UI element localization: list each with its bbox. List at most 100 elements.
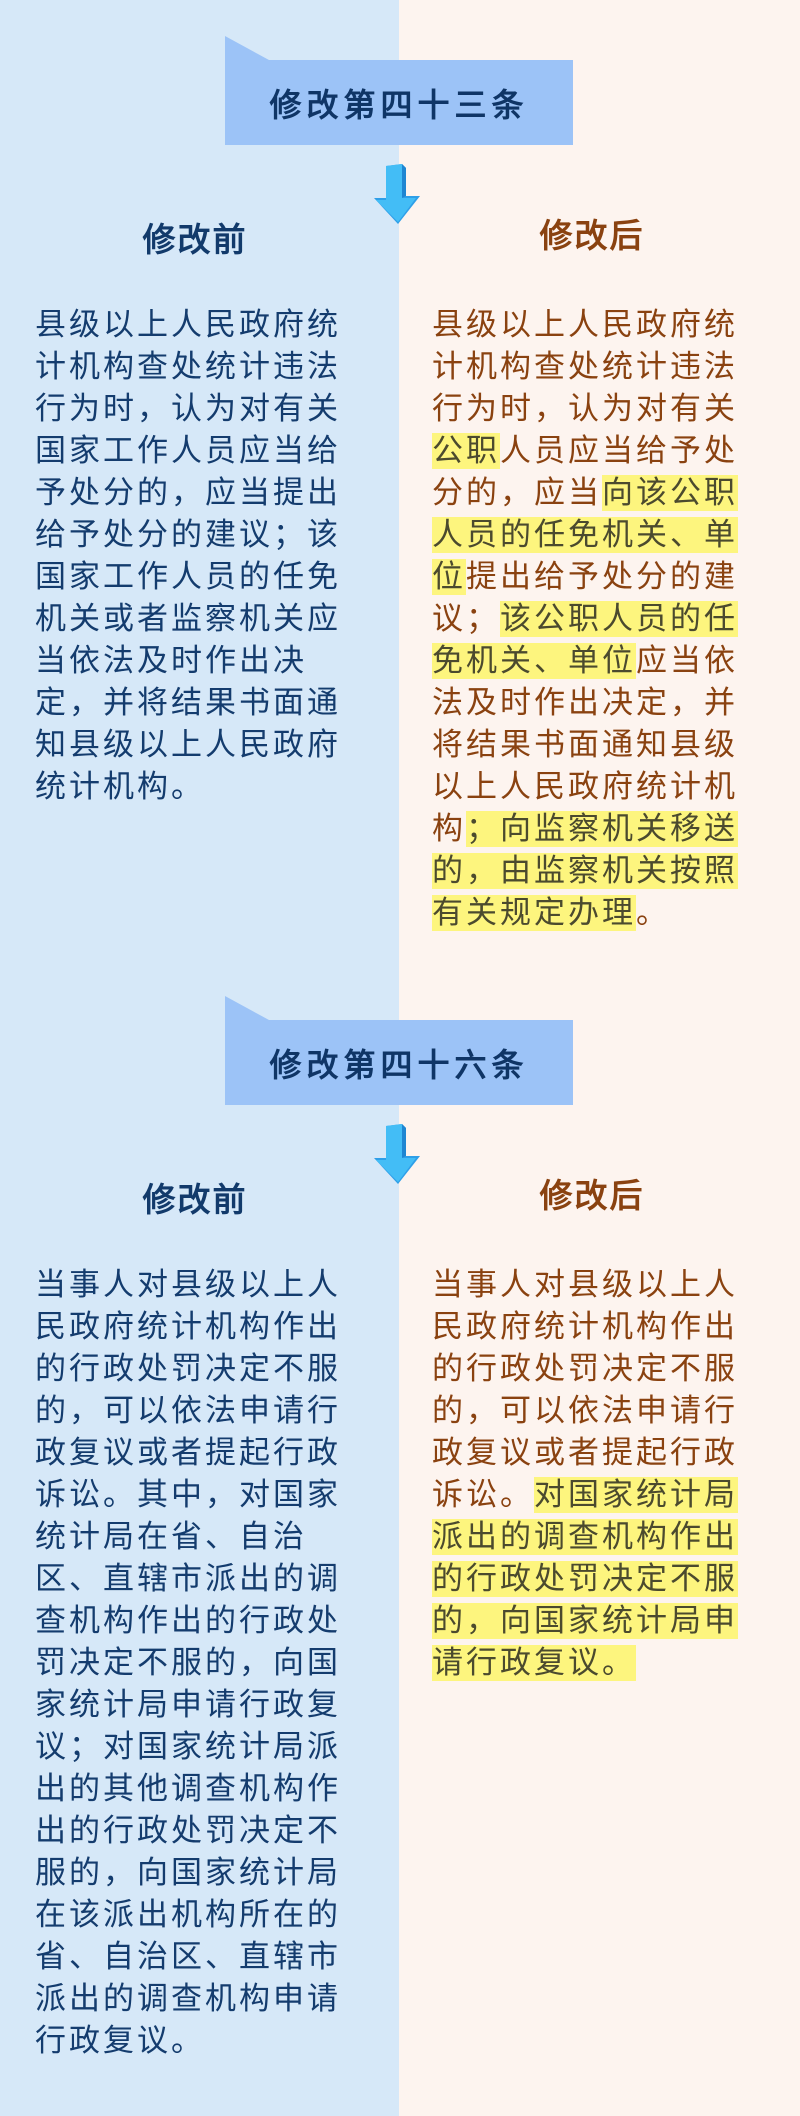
text-line: 家统计局申请行政复 [35,1687,341,1723]
text-line: 将结果书面通知县级 [432,724,744,766]
text-line: 县级以上人民政府统 [432,304,744,346]
text-line: 行为时，认为对有关 [35,391,341,427]
highlighted-change: ；向监察机关移送 [466,811,738,847]
text-line: 当事人对县级以上人 [35,1267,341,1303]
text-line: 行政复议。 [35,2023,205,2059]
text-line: 诉讼。其中，对国家 [35,1477,341,1513]
text-segment: 行为时，认为对有关 [432,391,738,427]
down-arrow-icon [374,164,420,224]
text-line: 统计局在省、自治 [35,1519,307,1555]
text-segment: 当事人对县级以上人 [432,1267,738,1303]
text-line: 免机关、单位应当依 [432,640,744,682]
text-line: 区、直辖市派出的调 [35,1561,341,1597]
text-line: 当事人对县级以上人 [432,1264,744,1306]
text-line: 统计机构。 [35,769,205,805]
highlighted-change: 的行政处罚决定不服 [432,1561,738,1597]
text-line: 人员的任免机关、单 [432,514,744,556]
text-line: 予处分的，应当提出 [35,475,341,511]
text-line: 的，可以依法申请行 [35,1393,341,1429]
text-segment: 计机构查处统计违法 [432,349,738,385]
highlighted-change: 免机关、单位 [432,643,636,679]
before-text: 当事人对县级以上人 民政府统计机构作出 的行政处罚决定不服 的，可以依法申请行 … [35,1264,347,2062]
text-line: 政复议或者提起行政 [432,1432,744,1474]
text-segment: 将结果书面通知县级 [432,727,738,763]
text-segment: 提出给予处分的建 [466,559,738,595]
text-line: 省、自治区、直辖市 [35,1939,341,1975]
text-line: 服的，向国家统计局 [35,1855,341,1891]
text-segment: 的，可以依法申请行 [432,1393,738,1429]
text-segment: 民政府统计机构作出 [432,1309,738,1345]
text-segment: 议； [432,601,500,637]
text-segment: 构 [432,811,466,847]
text-line: 法及时作出决定，并 [432,682,744,724]
before-heading: 修改前 [142,220,248,259]
text-segment: 以上人民政府统计机 [432,769,738,805]
text-line: 的行政处罚决定不服 [432,1558,744,1600]
before-heading: 修改前 [142,1180,248,1219]
text-line: 有关规定办理。 [432,892,744,934]
text-segment: 诉讼。 [432,1477,534,1513]
highlighted-change: 对国家统计局 [534,1477,738,1513]
text-segment: 县级以上人民政府统 [432,307,738,343]
text-line: 国家工作人员应当给 [35,433,341,469]
text-line: 的，向国家统计局申 [432,1600,744,1642]
text-line: 政复议或者提起行政 [35,1435,341,1471]
text-line: 民政府统计机构作出 [432,1306,744,1348]
text-line: 查机构作出的行政处 [35,1603,341,1639]
text-line: 的，由监察机关按照 [432,850,744,892]
after-text: 当事人对县级以上人民政府统计机构作出的行政处罚决定不服的，可以依法申请行政复议或… [432,1264,744,1684]
before-text: 县级以上人民政府统 计机构查处统计违法 行为时，认为对有关 国家工作人员应当给 … [35,304,347,808]
highlighted-change: 有关规定办理 [432,895,636,931]
text-line: 县级以上人民政府统 [35,307,341,343]
after-heading: 修改后 [539,216,645,255]
text-line: 议；该公职人员的任 [432,598,744,640]
text-segment: 。 [636,895,670,931]
highlighted-change: 的，向国家统计局申 [432,1603,738,1639]
text-line: 位提出给予处分的建 [432,556,744,598]
text-line: 行为时，认为对有关 [432,388,744,430]
highlighted-change: 请行政复议。 [432,1645,636,1681]
text-line: 定，并将结果书面通 [35,685,341,721]
text-segment: 政复议或者提起行政 [432,1435,738,1471]
text-line: 在该派出机构所在的 [35,1897,341,1933]
article-banner: 修改第四十三条 [225,36,573,146]
highlighted-change: 该公职人员的任 [500,601,738,637]
text-line: 的，可以依法申请行 [432,1390,744,1432]
down-arrow-icon [374,1124,420,1184]
text-line: 诉讼。对国家统计局 [432,1474,744,1516]
text-line: 分的，应当向该公职 [432,472,744,514]
text-line: 公职人员应当给予处 [432,430,744,472]
text-segment: 的行政处罚决定不服 [432,1351,738,1387]
text-line: 当依法及时作出决 [35,643,307,679]
banner-flag [225,996,269,1020]
text-line: 构；向监察机关移送 [432,808,744,850]
highlighted-change: 位 [432,559,466,595]
text-line: 的行政处罚决定不服 [432,1348,744,1390]
text-line: 议；对国家统计局派 [35,1729,341,1765]
text-line: 派出的调查机构申请 [35,1981,341,2017]
highlighted-change: 派出的调查机构作出 [432,1519,738,1555]
after-text: 县级以上人民政府统计机构查处统计违法行为时，认为对有关公职人员应当给予处分的，应… [432,304,744,934]
highlighted-change: 向该公职 [602,475,738,511]
text-line: 知县级以上人民政府 [35,727,341,763]
text-line: 计机构查处统计违法 [35,349,341,385]
text-segment: 分的，应当 [432,475,602,511]
text-line: 民政府统计机构作出 [35,1309,341,1345]
after-heading: 修改后 [539,1176,645,1215]
text-line: 出的行政处罚决定不 [35,1813,341,1849]
text-line: 国家工作人员的任免 [35,559,341,595]
text-line: 机关或者监察机关应 [35,601,341,637]
banner-flag [225,36,269,60]
article-banner: 修改第四十六条 [225,996,573,1106]
highlighted-change: 的，由监察机关按照 [432,853,738,889]
highlighted-change: 人员的任免机关、单 [432,517,738,553]
text-line: 计机构查处统计违法 [432,346,744,388]
text-line: 以上人民政府统计机 [432,766,744,808]
text-line: 请行政复议。 [432,1642,744,1684]
text-line: 派出的调查机构作出 [432,1516,744,1558]
text-line: 出的其他调查机构作 [35,1771,341,1807]
text-line: 给予处分的建议；该 [35,517,341,553]
text-segment: 法及时作出决定，并 [432,685,738,721]
text-segment: 人员应当给予处 [500,433,738,469]
text-line: 罚决定不服的，向国 [35,1645,341,1681]
